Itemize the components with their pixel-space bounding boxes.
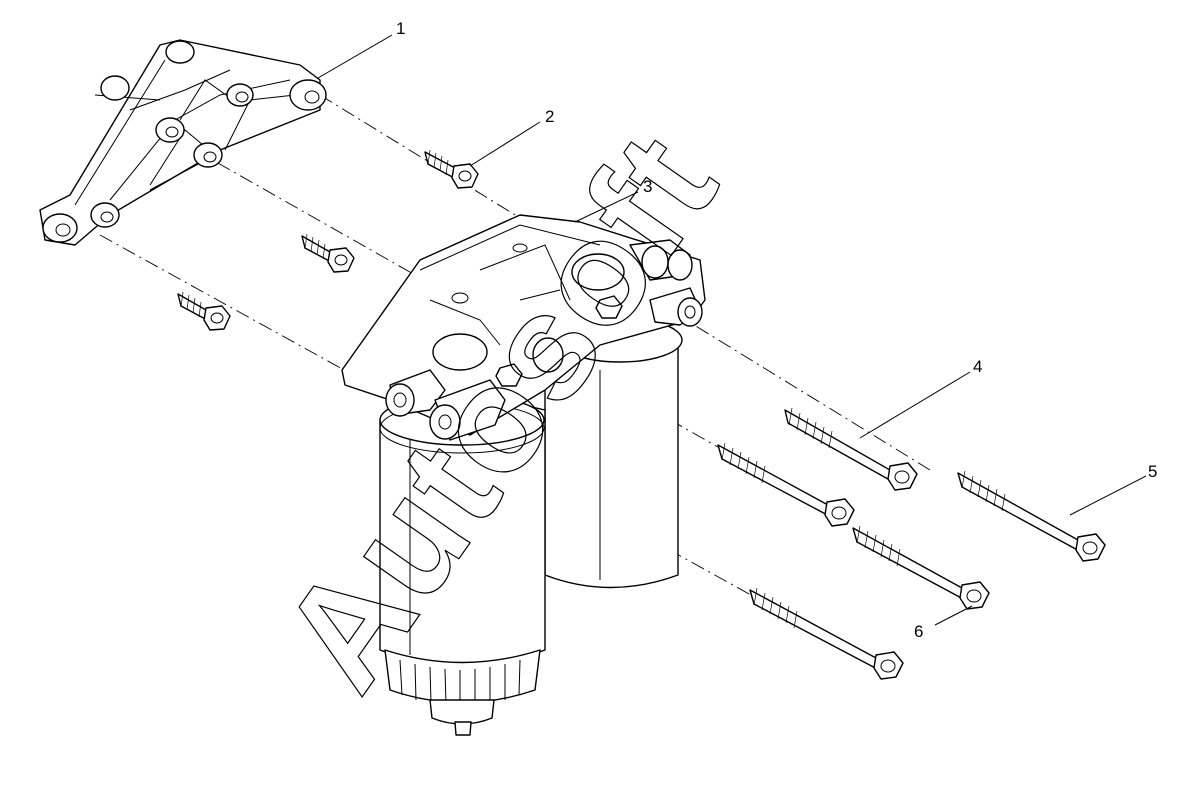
leader-lines xyxy=(317,34,1147,626)
callout-2: 2 xyxy=(545,107,554,126)
short-flange-bolt xyxy=(301,233,355,273)
outlet-port xyxy=(429,379,506,441)
long-flange-bolt xyxy=(717,442,855,527)
outlet-port xyxy=(649,287,703,327)
filter-assembly xyxy=(341,214,706,736)
bleed-screw xyxy=(495,295,623,387)
callout-5: 5 xyxy=(1148,462,1157,481)
short-flange-bolt xyxy=(177,291,231,331)
short-flange-bolt xyxy=(424,149,479,189)
callout-3: 3 xyxy=(643,177,652,196)
long-flange-bolt xyxy=(852,525,990,610)
long-flange-bolt xyxy=(784,407,918,491)
callout-6: 6 xyxy=(914,622,923,641)
long-flange-bolt xyxy=(749,587,904,680)
long-flange-bolt xyxy=(957,470,1106,562)
callout-4: 4 xyxy=(973,357,982,376)
mounting-bracket xyxy=(39,39,327,246)
callout-1: 1 xyxy=(396,19,405,38)
